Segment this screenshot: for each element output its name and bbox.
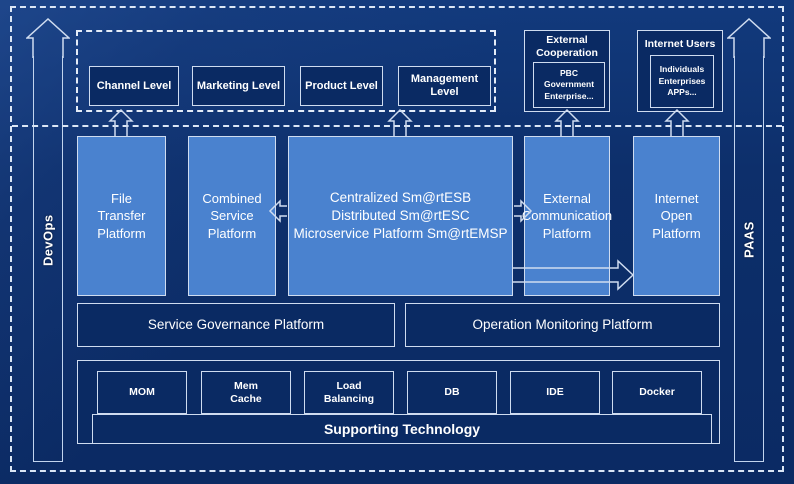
tech-box-docker[interactable]: Docker: [612, 371, 702, 414]
paas-arrow-label: PAAS: [741, 221, 757, 259]
level-box-management[interactable]: Management Level: [398, 66, 491, 106]
layer-separator: [12, 125, 782, 127]
internet-users-members: Individuals Enterprises APPs...: [650, 55, 714, 108]
channel-level-group: [76, 30, 496, 112]
external-cooperation-title: External Cooperation: [536, 34, 598, 59]
devops-arrow: DevOps: [26, 18, 70, 462]
external-cooperation-members: PBC Government Enterprise...: [533, 62, 605, 108]
tech-box-mom[interactable]: MOM: [97, 371, 187, 414]
devops-arrow-label: DevOps: [40, 214, 56, 266]
service-governance-platform[interactable]: Service Governance Platform: [77, 303, 395, 347]
internet-users-group[interactable]: Internet Users Individuals Enterprises A…: [637, 30, 723, 112]
level-box-product[interactable]: Product Level: [300, 66, 383, 106]
paas-arrow-shaft: [734, 56, 764, 462]
internet-users-title: Internet Users: [644, 38, 716, 50]
outer-boundary: [10, 6, 784, 472]
operation-monitoring-platform[interactable]: Operation Monitoring Platform: [405, 303, 720, 347]
platform-centralized-esb[interactable]: Centralized Sm@rtESB Distributed Sm@rtES…: [288, 136, 513, 296]
platform-combined-service[interactable]: Combined Service Platform: [188, 136, 276, 296]
devops-arrow-shaft: [33, 56, 63, 462]
platform-internet-open[interactable]: Internet Open Platform: [633, 136, 720, 296]
level-box-marketing[interactable]: Marketing Level: [192, 66, 285, 106]
platform-file-transfer[interactable]: File Transfer Platform: [77, 136, 166, 296]
tech-box-ide[interactable]: IDE: [510, 371, 600, 414]
up-arrow-icon: [727, 18, 771, 58]
external-cooperation-group[interactable]: External Cooperation PBC Government Ente…: [524, 30, 610, 112]
paas-arrow: PAAS: [727, 18, 771, 462]
supporting-technology-bar: Supporting Technology: [92, 414, 712, 444]
tech-box-load-balancing[interactable]: Load Balancing: [304, 371, 394, 414]
level-box-channel[interactable]: Channel Level: [89, 66, 179, 106]
up-arrow-icon: [26, 18, 70, 58]
tech-box-mem-cache[interactable]: Mem Cache: [201, 371, 291, 414]
platform-external-communication[interactable]: External Communication Platform: [522, 136, 612, 296]
tech-box-db[interactable]: DB: [407, 371, 497, 414]
